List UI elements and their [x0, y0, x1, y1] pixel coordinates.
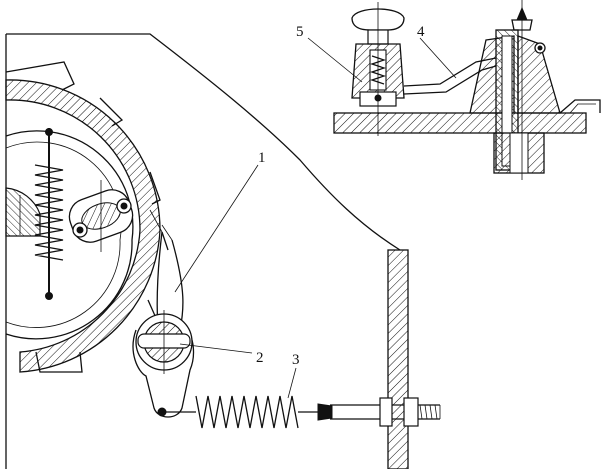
- pivot: [135, 310, 193, 374]
- housing-outline: [5, 33, 409, 469]
- callout-spring: 3: [292, 352, 300, 368]
- tension-spring: [157, 395, 441, 429]
- cam-coupling: [68, 180, 134, 252]
- leader-lines: [174, 37, 457, 399]
- callout-link: 4: [417, 24, 425, 40]
- callout-pivot: 2: [256, 350, 264, 366]
- brake-drum: [5, 61, 161, 373]
- drum-spring: [34, 128, 64, 300]
- wall-section: [387, 249, 409, 469]
- callout-valve: 5: [296, 24, 304, 40]
- valve-inset: [333, 0, 601, 180]
- leader-1: [174, 164, 259, 293]
- callout-lever: 1: [258, 150, 266, 166]
- leader-3: [287, 367, 297, 399]
- leader-2: [179, 343, 253, 354]
- leader-5: [307, 37, 363, 83]
- leader-4: [419, 37, 457, 79]
